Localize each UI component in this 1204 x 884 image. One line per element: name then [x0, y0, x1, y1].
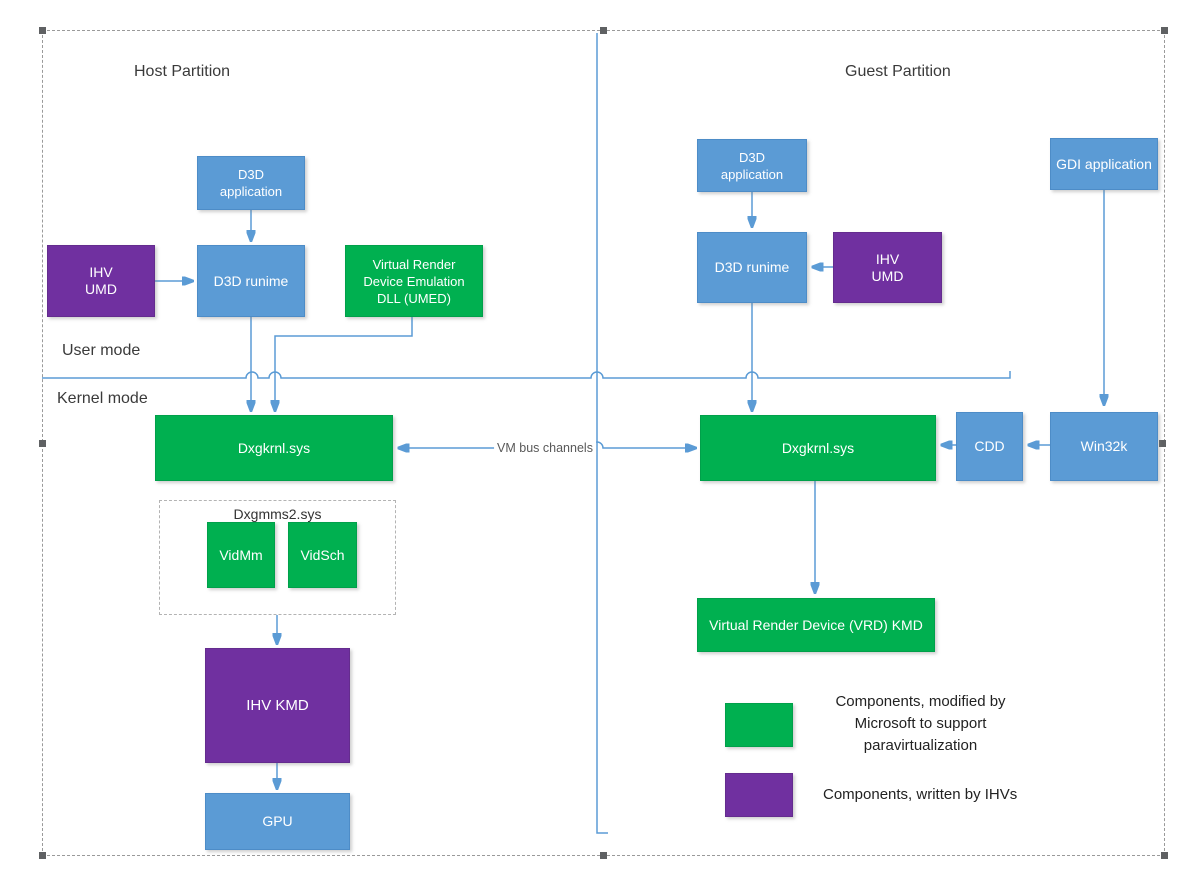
selection-handle-top-middle[interactable]	[600, 27, 607, 34]
dxgmms2-group-box[interactable]	[159, 500, 396, 615]
node-guest-d3d-application[interactable]: D3D application	[697, 139, 807, 192]
selection-handle-bottom-middle[interactable]	[600, 852, 607, 859]
node-virtual-render-device-kmd[interactable]: Virtual Render Device (VRD) KMD	[697, 598, 935, 652]
selection-handle-bottom-right[interactable]	[1161, 852, 1168, 859]
legend-green-text: Components, modified by Microsoft to sup…	[835, 693, 1006, 754]
node-host-dxgkrnl-sys[interactable]: Dxgkrnl.sys	[155, 415, 393, 481]
dxgmms2-label: Dxgmms2.sys	[233, 506, 322, 522]
node-host-d3d-runtime[interactable]: D3D runime	[197, 245, 305, 317]
node-guest-ihv-umd[interactable]: IHV UMD	[833, 232, 942, 303]
legend-purple-swatch	[725, 773, 793, 817]
node-host-d3d-application[interactable]: D3D application	[197, 156, 305, 210]
selection-handle-right-middle[interactable]	[1159, 440, 1166, 447]
selection-handle-bottom-left[interactable]	[39, 852, 46, 859]
node-host-ihv-umd[interactable]: IHV UMD	[47, 245, 155, 317]
kernel-mode-label: Kernel mode	[57, 390, 148, 407]
guest-partition-title: Guest Partition	[845, 63, 951, 80]
legend-purple-text: Components, written by IHVs	[823, 786, 1018, 803]
legend-green-swatch	[725, 703, 793, 747]
node-gpu[interactable]: GPU	[205, 793, 350, 850]
node-gdi-application[interactable]: GDI application	[1050, 138, 1158, 190]
node-ihv-kmd[interactable]: IHV KMD	[205, 648, 350, 763]
selection-handle-left-middle[interactable]	[39, 440, 46, 447]
node-win32k[interactable]: Win32k	[1050, 412, 1158, 481]
selection-handle-top-left[interactable]	[39, 27, 46, 34]
node-vidsch[interactable]: VidSch	[288, 522, 357, 588]
node-virtual-render-device-emulation-dll[interactable]: Virtual Render Device Emulation DLL (UME…	[345, 245, 483, 317]
node-guest-dxgkrnl-sys[interactable]: Dxgkrnl.sys	[700, 415, 936, 481]
vm-bus-channels-label: VM bus channels	[494, 441, 596, 455]
selection-handle-top-right[interactable]	[1161, 27, 1168, 34]
user-mode-label: User mode	[62, 342, 141, 359]
node-guest-d3d-runtime[interactable]: D3D runime	[697, 232, 807, 303]
host-partition-title: Host Partition	[134, 63, 231, 80]
node-vidmm[interactable]: VidMm	[207, 522, 275, 588]
node-cdd[interactable]: CDD	[956, 412, 1023, 481]
